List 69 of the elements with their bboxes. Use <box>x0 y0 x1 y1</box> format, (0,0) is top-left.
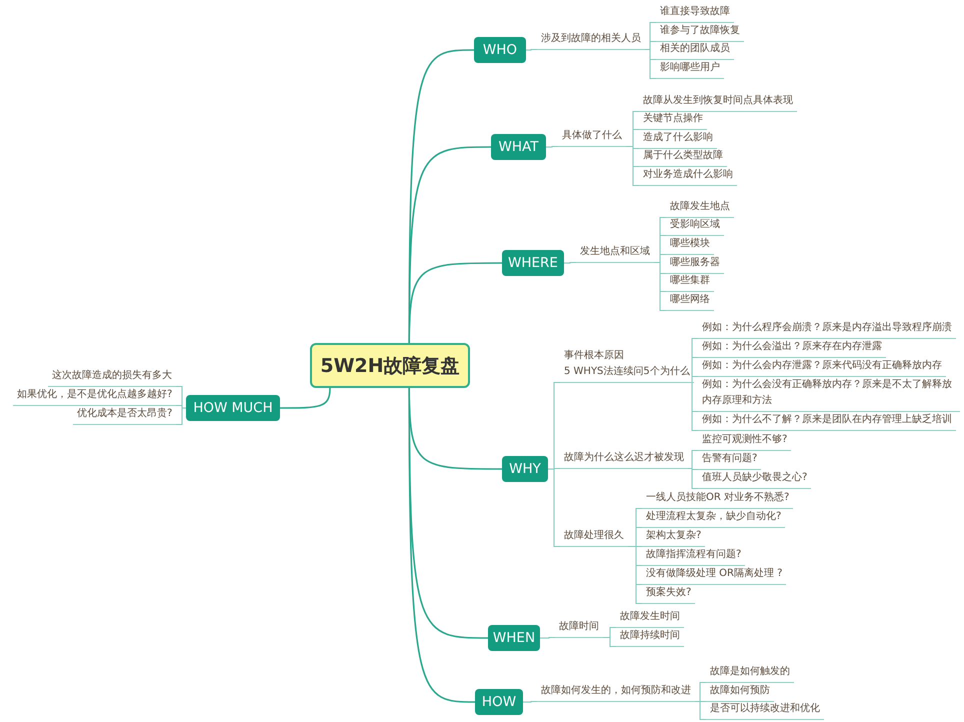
leaf-label: 例如：为什么程序会崩溃？原来是内存溢出导致程序崩溃 <box>698 320 956 339</box>
topic-box: HOW MUCH <box>186 395 280 421</box>
connector-line <box>564 262 576 264</box>
connector-line <box>628 546 642 604</box>
leaf-label: 相关的团队成员 <box>656 41 734 60</box>
leaf-label: 故障是如何触发的 <box>706 664 794 683</box>
leaf-label: 这次故障造成的损失有多大 <box>48 368 176 387</box>
leaf-label: 告警有问题? <box>698 451 762 470</box>
leaf-label: 没有做降级处理 OR隔离处理 ? <box>642 566 786 585</box>
leaf-label: 谁直接导致故障 <box>656 4 734 23</box>
branch-label: 涉及到故障的相关人员 <box>537 31 645 50</box>
connector-line <box>692 382 698 431</box>
topic-box: WHEN <box>488 625 540 651</box>
connector-line <box>692 376 698 383</box>
leaf-label: 监控可观测性不够? <box>698 432 792 451</box>
leaf-label: 如果优化，是不是优化点越多越好? <box>13 387 176 406</box>
leaf-label: 影响哪些用户 <box>656 60 724 79</box>
leaf-label: 故障如何预防 <box>706 683 774 702</box>
topic-box: WHAT <box>491 134 546 160</box>
leaf-label: 故障发生地点 <box>666 199 734 218</box>
branch-label: 故障为什么这么迟才被发现 <box>560 450 688 469</box>
leaf-label: 故障从发生到恢复时间点具体表现 <box>639 93 797 112</box>
topic-box: WHY <box>502 456 548 482</box>
connector-line <box>546 146 558 148</box>
leaf-label: 例如：为什么会没有正确释放内存？原来是不太了解释放内存原理和方法 <box>698 377 960 412</box>
leaf-label: 哪些网络 <box>666 292 714 311</box>
leaf-label: 对业务造成什么影响 <box>639 167 737 186</box>
leaf-label: 例如：为什么会内存泄露？原来代码没有正确释放内存 <box>698 358 946 377</box>
leaf-label: 哪些服务器 <box>666 255 724 274</box>
connector-line <box>408 388 476 703</box>
connector-line <box>526 49 538 50</box>
leaf-label: 架构太复杂? <box>642 528 706 547</box>
leaf-label: 故障发生时间 <box>616 609 684 628</box>
branch-label: 故障如何发生的，如何预防和改进 <box>537 683 695 702</box>
leaf-label: 例如：为什么不了解？原来是团队在内存管理上缺乏培训 <box>698 412 956 431</box>
connector-line <box>522 701 538 702</box>
leaf-label: 故障持续时间 <box>616 628 684 647</box>
connector-line <box>540 637 556 638</box>
branch-label: 发生地点和区域 <box>576 244 654 263</box>
leaf-label: 谁参与了故障恢复 <box>656 23 744 42</box>
topic-box: WHO <box>474 37 526 63</box>
connector-line <box>644 49 656 79</box>
leaf-label: 造成了什么影响 <box>639 130 717 149</box>
leaf-label: 属于什么类型故障 <box>639 148 727 167</box>
central-topic-box: 5W2H故障复盘 <box>310 343 470 388</box>
leaf-label: 优化成本是否太昂贵? <box>73 406 176 425</box>
leaf-label: 预案失效? <box>642 585 696 604</box>
connector-line <box>280 388 331 409</box>
leaf-label: 哪些模块 <box>666 236 714 255</box>
leaf-label: 处理流程太复杂，缺少自动化? <box>642 509 786 528</box>
topic-box: HOW <box>475 689 523 715</box>
leaf-label: 一线人员技能OR 对业务不熟悉? <box>642 490 794 509</box>
leaf-label: 哪些集群 <box>666 273 714 292</box>
branch-label: 具体做了什么 <box>558 128 626 147</box>
branch-label: 故障时间 <box>555 619 603 638</box>
branch-label: 事件根本原因 5 WHYS法连续问5个为什么 <box>560 348 694 383</box>
leaf-label: 例如：为什么会溢出？原来存在内存泄露 <box>698 339 886 358</box>
leaf-label: 故障指挥流程有问题? <box>642 547 746 566</box>
leaf-label: 受影响区域 <box>666 217 724 236</box>
connector-line <box>408 262 502 343</box>
connector-line <box>654 262 666 311</box>
leaf-label: 值班人员缺少敬畏之心? <box>698 470 812 489</box>
topic-box: WHERE <box>502 250 564 276</box>
leaf-label: 关键节点操作 <box>639 111 707 130</box>
connector-line <box>548 468 560 547</box>
branch-label: 故障处理很久 <box>560 528 628 547</box>
connector-line <box>694 701 706 720</box>
leaf-label: 是否可以持续改进和优化 <box>706 701 824 720</box>
connector-line <box>602 637 616 647</box>
